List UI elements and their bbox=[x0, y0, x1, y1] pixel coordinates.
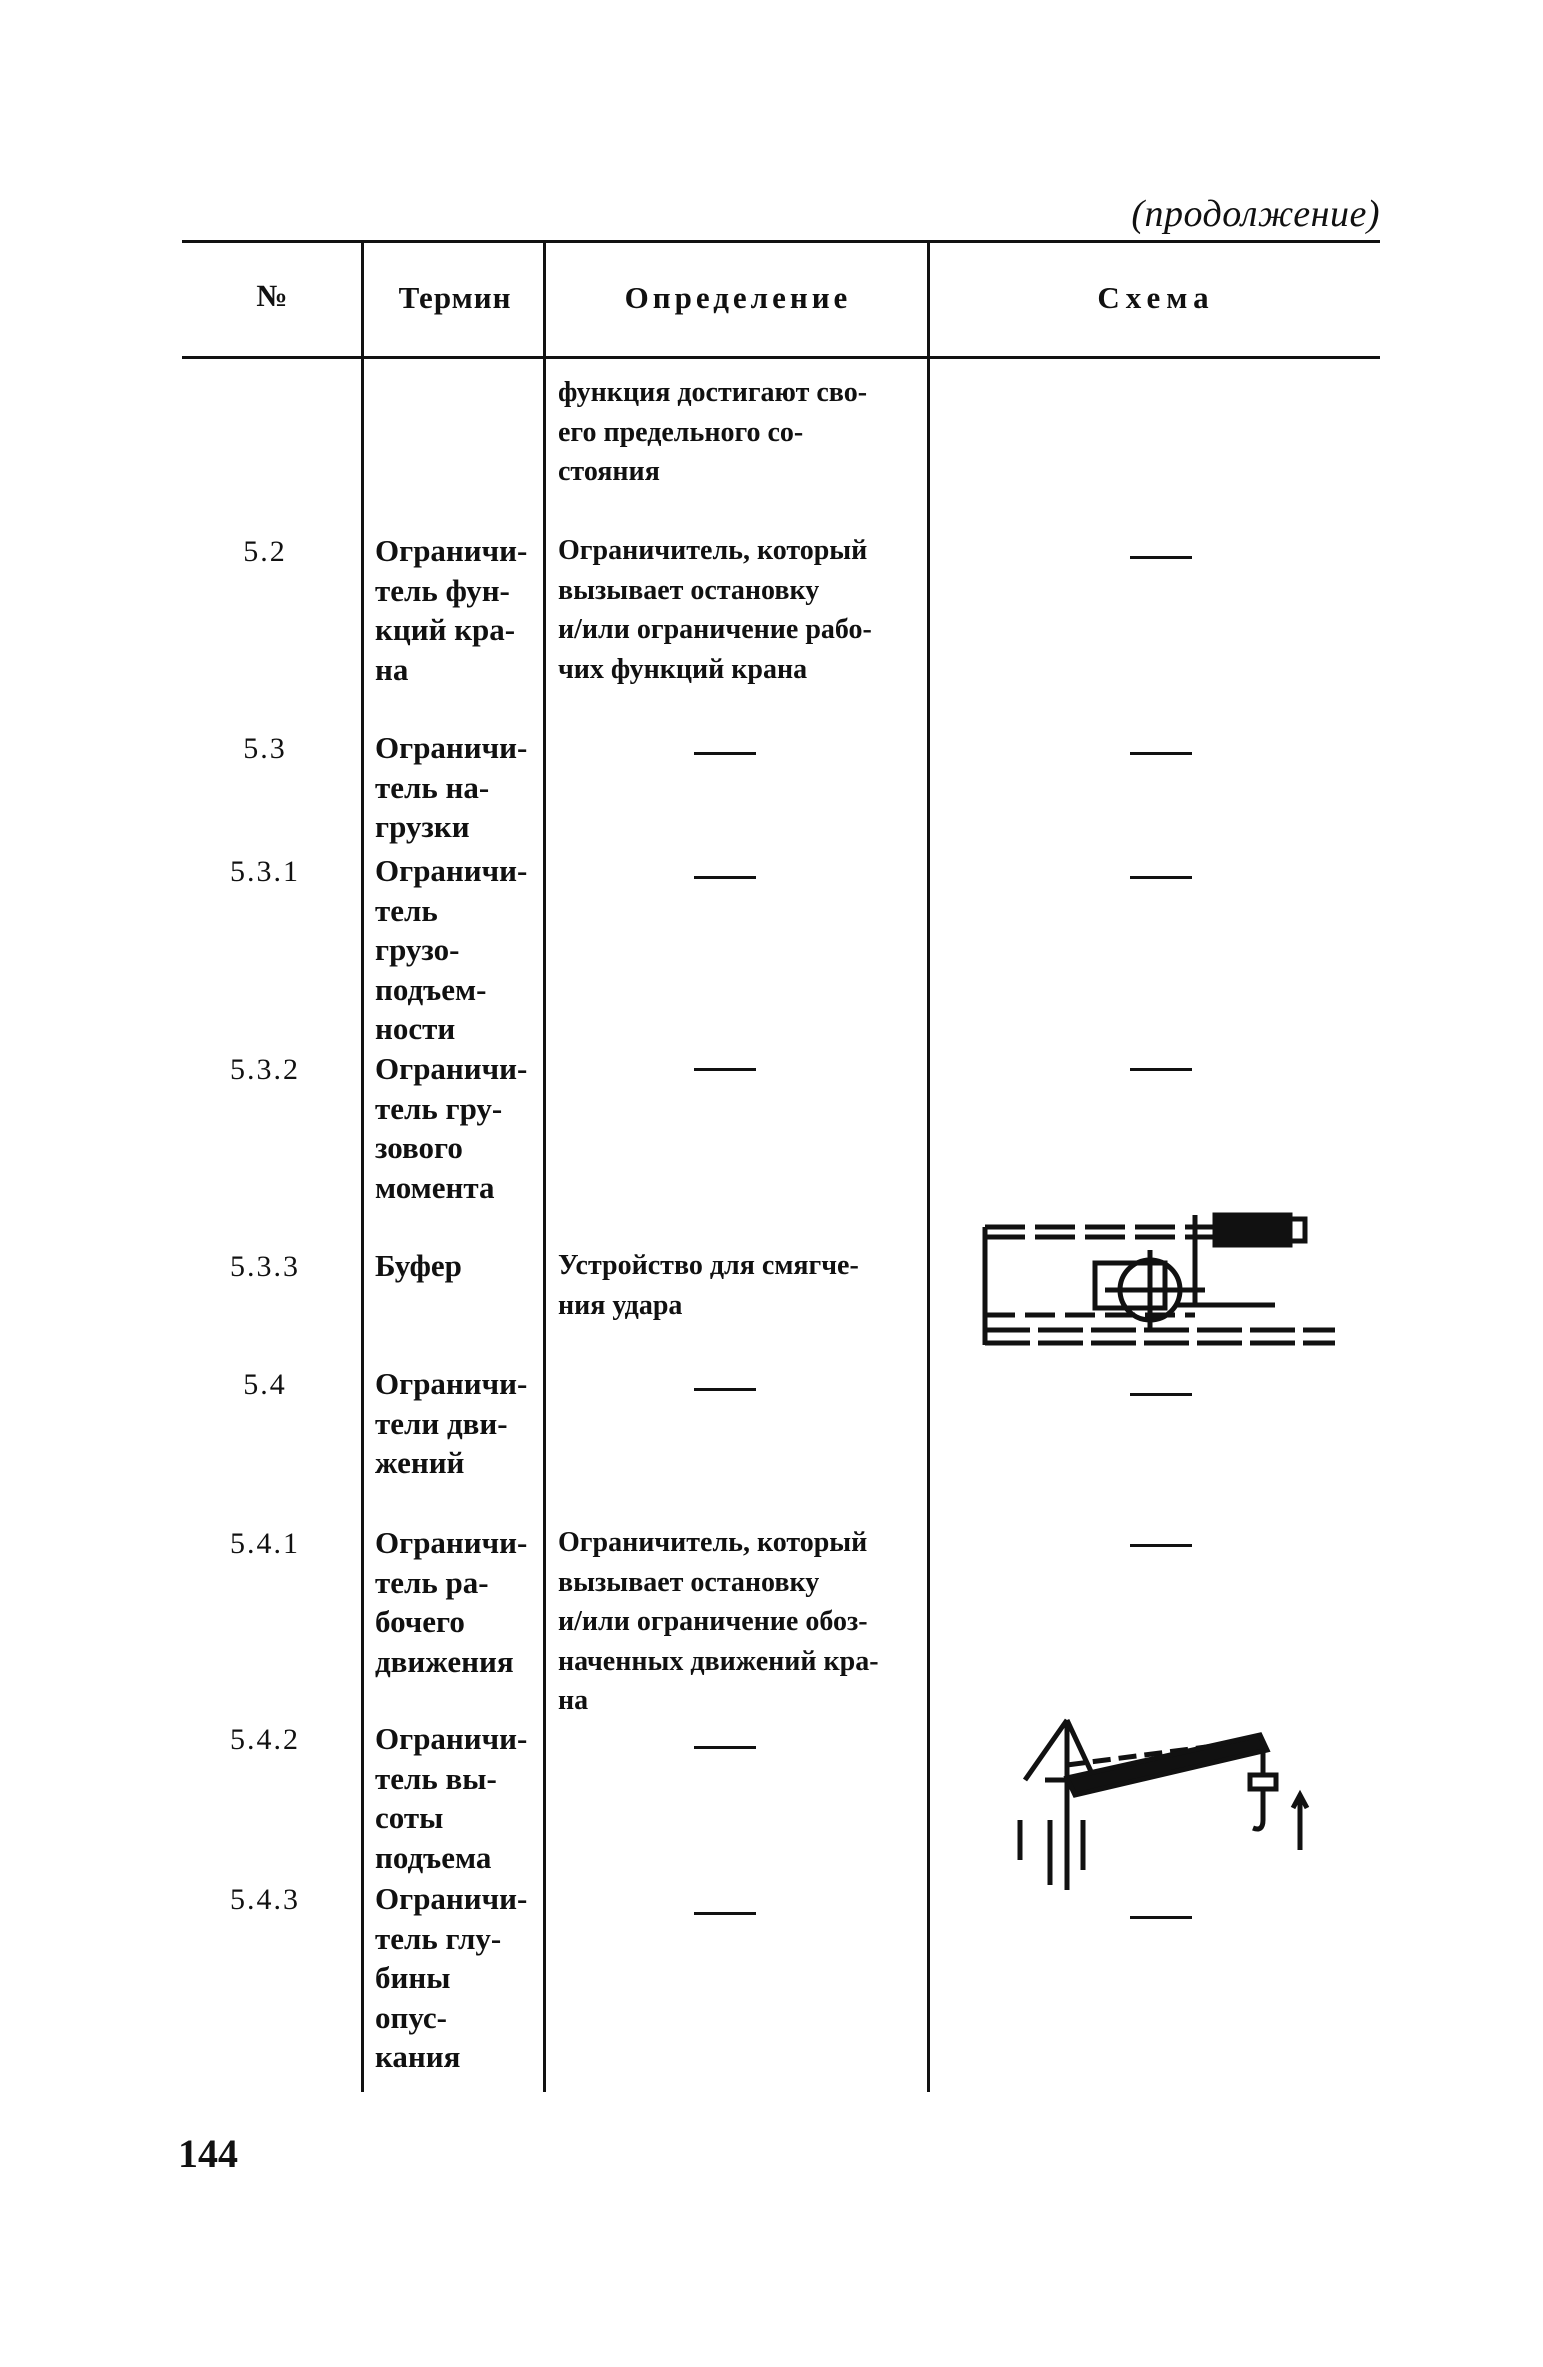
definition-text: Ограничитель, который вызывает остановку… bbox=[558, 535, 872, 685]
header-term: Термин bbox=[398, 280, 512, 315]
row-number: 5.4 bbox=[243, 1368, 287, 1401]
term-text: Ограничи- тель глу- бины опус- кания bbox=[375, 1881, 528, 2074]
buffer-diagram bbox=[982, 1212, 1335, 1346]
header-definition: Определение bbox=[624, 280, 852, 315]
column-divider-3 bbox=[927, 240, 930, 2092]
schema-dash bbox=[1130, 1544, 1192, 1547]
definition-text: Ограничитель, который вызывает остановку… bbox=[558, 1527, 879, 1716]
term-text: Ограничи- тель фун- кций кра- на bbox=[375, 533, 528, 687]
definition-dash bbox=[694, 876, 756, 879]
header-bottom-rule bbox=[182, 356, 1380, 359]
schema-dash bbox=[1130, 1068, 1192, 1071]
continuation-label: (продолжение) bbox=[1131, 193, 1380, 235]
row-number: 5.3.1 bbox=[230, 855, 300, 888]
row-number: 5.2 bbox=[243, 535, 287, 568]
definition-dash bbox=[694, 1912, 756, 1915]
term-text: Ограничи- тель ра- бочего движения bbox=[375, 1525, 528, 1679]
schema-dash bbox=[1130, 1916, 1192, 1919]
column-divider-1 bbox=[361, 240, 364, 2092]
schema-dash bbox=[1130, 752, 1192, 755]
schema-dash bbox=[1130, 876, 1192, 879]
row-number: 5.3.2 bbox=[230, 1053, 300, 1086]
term-text: Ограничи- тели дви- жений bbox=[375, 1366, 528, 1480]
row-number: 5.3 bbox=[243, 732, 287, 765]
row-number: 5.3.3 bbox=[230, 1250, 300, 1283]
term-text: Ограничи- тель вы- соты подъема bbox=[375, 1721, 528, 1875]
header-no: № bbox=[256, 278, 288, 313]
table-top-rule bbox=[182, 240, 1380, 243]
definition-dash bbox=[694, 1388, 756, 1391]
definition-dash bbox=[694, 1746, 756, 1749]
header-schema: Схема bbox=[1097, 280, 1215, 315]
row-number: 5.4.3 bbox=[230, 1883, 300, 1916]
definition-dash bbox=[694, 752, 756, 755]
definition-continuation: функция достигают сво- его предельного с… bbox=[558, 377, 868, 487]
term-text: Ограничи- тель гру- зового момента bbox=[375, 1051, 528, 1205]
crane-height-diagram bbox=[1017, 1718, 1310, 1890]
term-text: Ограничи- тель грузо- подъем- ности bbox=[375, 853, 528, 1046]
page-number: 144 bbox=[178, 2131, 238, 2176]
term-text: Буфер bbox=[375, 1248, 462, 1283]
definition-dash bbox=[694, 1068, 756, 1071]
definition-text: Устройство для смягче- ния удара bbox=[558, 1250, 859, 1321]
row-number: 5.4.1 bbox=[230, 1527, 300, 1560]
schema-dash bbox=[1130, 1393, 1192, 1396]
term-text: Ограничи- тель на- грузки bbox=[375, 730, 528, 844]
schema-dash bbox=[1130, 556, 1192, 559]
column-divider-2 bbox=[543, 240, 546, 2092]
row-number: 5.4.2 bbox=[230, 1723, 300, 1756]
